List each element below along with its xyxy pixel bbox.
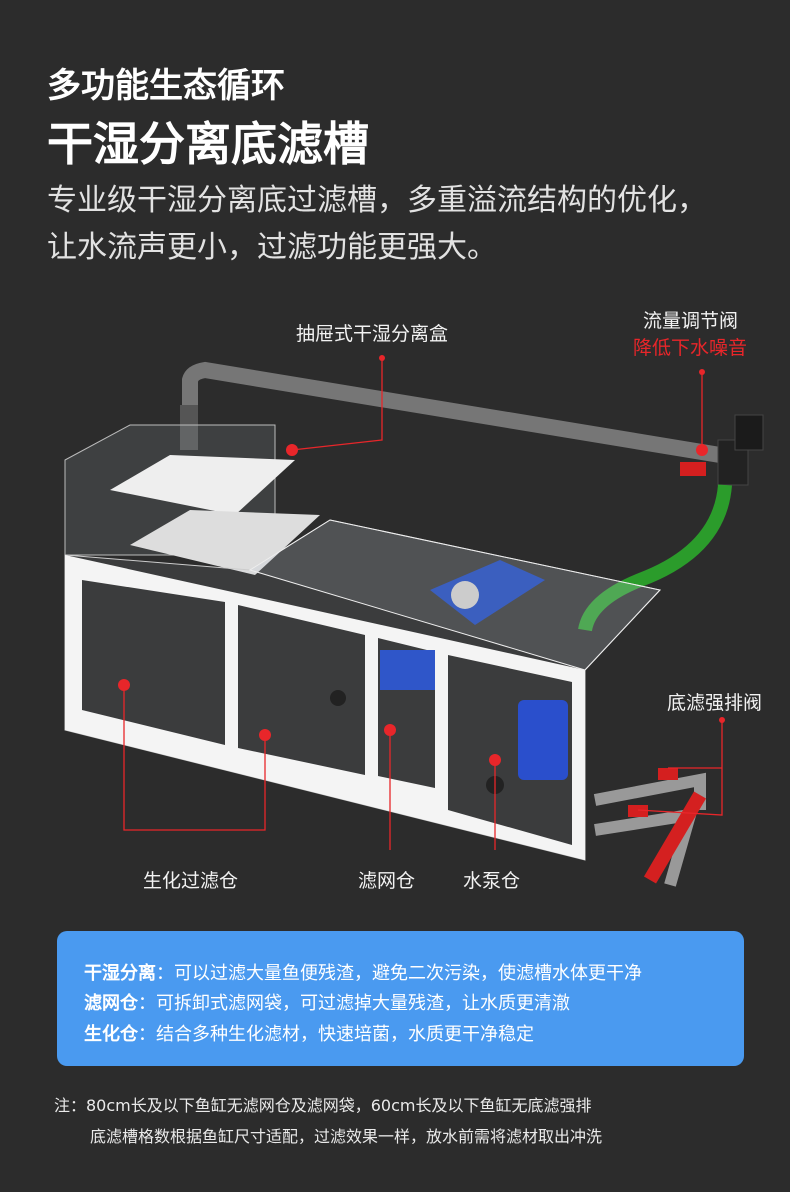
label-mesh-chamber: 滤网仓 — [358, 870, 416, 892]
label-bio-chamber: 生化过滤仓 — [143, 870, 239, 892]
red-drain-pipe — [643, 791, 707, 884]
feature-item: 滤网仓：可拆卸式滤网袋，可过滤掉大量残渣，让水质更清澈 — [84, 989, 570, 1015]
feature-desc: ：结合多种生化滤材，快速培菌，水质更干净稳定 — [138, 1024, 534, 1045]
feature-name: 滤网仓 — [84, 993, 138, 1014]
drawer-tray-top — [110, 455, 295, 515]
page-title: 干湿分离底滤槽 — [47, 117, 369, 171]
water-pump — [518, 700, 568, 780]
drain-valve-handle — [658, 768, 678, 780]
flow-valve-handle — [680, 462, 706, 476]
filter-sock-holder — [430, 560, 545, 625]
callout-dots — [118, 355, 725, 766]
bulkhead — [330, 690, 346, 706]
kicker-title: 多功能生态循环 — [47, 66, 285, 106]
callout-lines — [123, 358, 723, 850]
filter-sock — [380, 650, 435, 690]
note-line-2: 底滤槽格数根据鱼缸尺寸适配，过滤效果一样，放水前需将滤材取出冲洗 — [90, 1127, 603, 1146]
feature-item: 干湿分离：可以过滤大量鱼便残渣，避免二次污染，使滤槽水体更干净 — [84, 959, 642, 985]
subtitle-line-2: 让水流声更小，过滤功能更强大。 — [47, 230, 497, 265]
filter-sock-ring — [451, 581, 479, 609]
feature-info-box: 干湿分离：可以过滤大量鱼便残渣，避免二次污染，使滤槽水体更干净 滤网仓：可拆卸式… — [57, 931, 744, 1066]
feature-desc: ：可拆卸式滤网袋，可过滤掉大量残渣，让水质更清澈 — [138, 993, 570, 1014]
label-flow-valve-note: 降低下水噪音 — [633, 337, 748, 359]
sump-filter-illustration — [64, 355, 764, 887]
feature-name: 干湿分离 — [84, 963, 156, 984]
green-hose — [578, 484, 732, 632]
label-pump-chamber: 水泵仓 — [463, 870, 521, 892]
overflow-pipe — [182, 361, 722, 463]
label-drain-valve: 底滤强排阀 — [667, 692, 763, 714]
note-line-1: 注：80cm长及以下鱼缸无滤网仓及滤网袋，60cm长及以下鱼缸无底滤强排 — [54, 1096, 592, 1115]
tank-white-frame — [65, 555, 585, 860]
subtitle-line-1: 专业级干湿分离底过滤槽，多重溢流结构的优化， — [47, 183, 707, 218]
drain-valve-handle-2 — [628, 805, 648, 817]
feature-desc: ：可以过滤大量鱼便残渣，避免二次污染，使滤槽水体更干净 — [156, 963, 642, 984]
pipe-fitting — [734, 414, 764, 451]
pipe-elbow — [180, 405, 198, 450]
label-flow-valve: 流量调节阀 — [643, 310, 739, 332]
feature-item: 生化仓：结合多种生化滤材，快速培菌，水质更干净稳定 — [84, 1020, 534, 1046]
label-drawer-box: 抽屉式干湿分离盒 — [296, 323, 449, 345]
drawer-tray-bottom — [130, 510, 320, 575]
feature-name: 生化仓 — [84, 1024, 138, 1045]
